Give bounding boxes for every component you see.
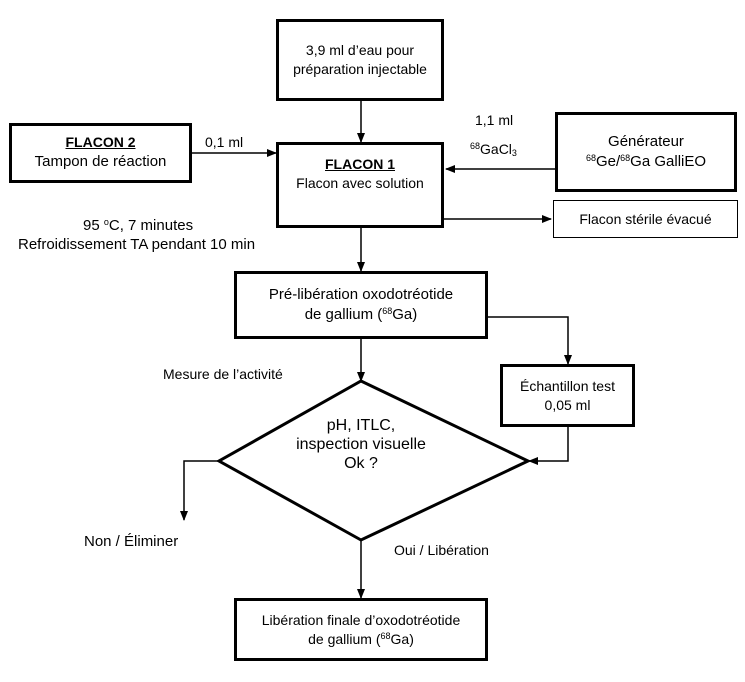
- label-reject: Non / Éliminer: [84, 533, 179, 550]
- heat-temp: 95: [83, 217, 104, 234]
- final-line2: de gallium (68Ga): [308, 630, 414, 649]
- flacon1-text: Flacon avec solution: [296, 174, 424, 191]
- generator-box: Générateur 68Ge/68Ga GalliEO: [555, 112, 737, 192]
- generator-ge: Ge/: [595, 153, 621, 170]
- sample-line1: Échantillon test: [520, 377, 615, 394]
- arrow-sample-to-decision: [528, 427, 569, 465]
- generator-line2: 68Ge/68Ga GalliEO: [586, 152, 706, 172]
- generator-line1: Générateur: [608, 132, 684, 150]
- final-release-box: Libération finale d’oxodotréotide de gal…: [234, 598, 488, 661]
- decision-text: pH, ITLC, inspection visuelle Ok ?: [286, 416, 436, 474]
- final-line2-post: Ga): [390, 630, 414, 647]
- decision-diamond: [215, 379, 532, 542]
- label-activity: Mesure de l’activité: [163, 366, 283, 382]
- prerelease-line1: Pré-libération oxodotréotide: [268, 285, 454, 303]
- heat-duration: C, 7 minutes: [108, 217, 194, 234]
- water-line1: 3,9 ml d’eau pour: [305, 42, 415, 59]
- final-mass-number: 68: [380, 630, 391, 641]
- final-line1: Libération finale d’oxodotréotide: [261, 611, 461, 628]
- flacon1-box: FLACON 1 Flacon avec solution: [276, 142, 444, 228]
- label-heating: 95 oC, 7 minutes: [83, 217, 193, 236]
- water-line2: préparation injectable: [293, 61, 427, 77]
- prerelease-box: Pré-libération oxodotréotide de gallium …: [234, 271, 488, 339]
- label-release: Oui / Libération: [394, 542, 489, 558]
- ga-mass-number: 68: [620, 153, 631, 163]
- gacl-main: GaCl: [480, 141, 512, 157]
- final-line2-pre: de gallium (: [308, 630, 381, 647]
- prerelease-mass-number: 68: [382, 306, 393, 316]
- ge-mass-number: 68: [585, 153, 596, 163]
- flacon2-text: Tampon de réaction: [34, 153, 167, 171]
- sample-box: Échantillon test 0,05 ml: [500, 364, 635, 427]
- decision-line2: inspection visuelle: [296, 436, 426, 454]
- flacon2-title: FLACON 2: [65, 134, 136, 151]
- label-0-1-ml: 0,1 ml: [205, 134, 244, 150]
- heat-degree: o: [103, 217, 109, 227]
- prerelease-line2-post: Ga): [392, 306, 418, 323]
- water-box: 3,9 ml d’eau pour préparation injectable: [276, 19, 444, 101]
- sterile-vial-box: Flacon stérile évacué: [553, 200, 738, 238]
- sample-line2: 0,05 ml: [544, 396, 591, 413]
- flacon1-title: FLACON 1: [325, 156, 395, 172]
- prerelease-line2-pre: de gallium (: [304, 306, 383, 323]
- sterile-text: Flacon stérile évacué: [579, 210, 712, 227]
- label-gacl3: 68GaCl3: [470, 141, 517, 159]
- prerelease-line2: de gallium (68Ga): [305, 305, 418, 325]
- gacl-mass-number: 68: [470, 141, 481, 151]
- generator-ga: Ga GalliEO: [630, 153, 707, 170]
- arrow-decision-to-reject: [180, 460, 219, 521]
- flacon2-box: FLACON 2 Tampon de réaction: [9, 123, 192, 183]
- decision-line3: Ok ?: [344, 455, 378, 473]
- label-1-1-ml: 1,1 ml: [475, 112, 514, 128]
- label-cooling: Refroidissement TA pendant 10 min: [18, 236, 256, 253]
- gacl-subscript: 3: [511, 148, 517, 158]
- decision-line1: pH, ITLC,: [326, 417, 396, 434]
- arrow-prerelease-to-sample: [488, 316, 572, 365]
